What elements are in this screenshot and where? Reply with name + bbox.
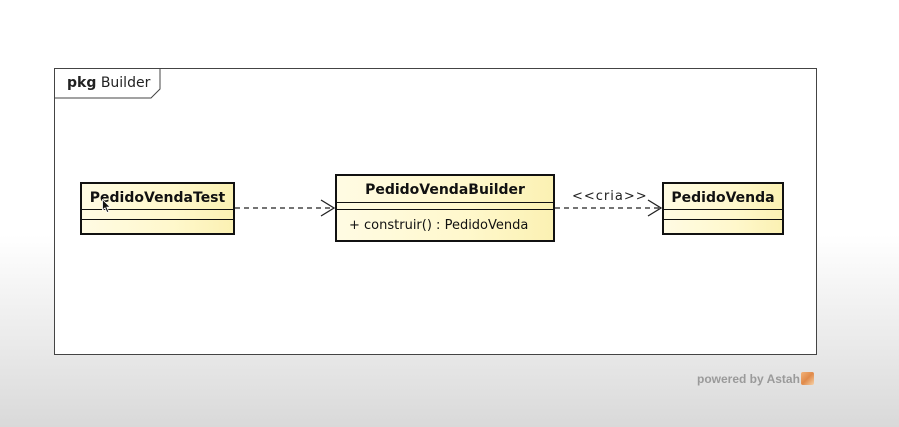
package-name: Builder <box>100 75 151 91</box>
class-pedidovenda[interactable]: PedidoVenda <box>662 182 784 235</box>
package-tab: pkg Builder <box>55 69 161 99</box>
astah-logo-icon <box>800 372 814 385</box>
dependency-builder-to-pedido[interactable] <box>555 199 663 217</box>
class-name: PedidoVendaTest <box>89 190 226 206</box>
class-divider <box>82 209 233 210</box>
stereotype-cria-label: <<cria>> <box>572 189 648 204</box>
class-name: PedidoVendaBuilder <box>365 182 525 198</box>
class-divider <box>664 209 782 210</box>
mouse-cursor-icon <box>102 198 112 218</box>
class-name: PedidoVenda <box>671 190 775 206</box>
class-divider <box>664 219 782 220</box>
powered-by-footer: powered by Astah <box>697 372 814 386</box>
dependency-test-to-builder[interactable] <box>235 199 336 217</box>
operation-construir: + construir() : PedidoVenda <box>349 218 529 233</box>
class-pedidovendabuilder[interactable]: PedidoVendaBuilder + construir() : Pedid… <box>335 174 555 242</box>
class-divider <box>82 219 233 220</box>
class-divider <box>337 202 553 203</box>
class-divider <box>337 209 553 210</box>
attributes-compartment <box>664 210 782 219</box>
package-label: pkg Builder <box>67 75 150 91</box>
footer-text: powered by Astah <box>697 372 800 386</box>
package-keyword: pkg <box>67 75 97 91</box>
